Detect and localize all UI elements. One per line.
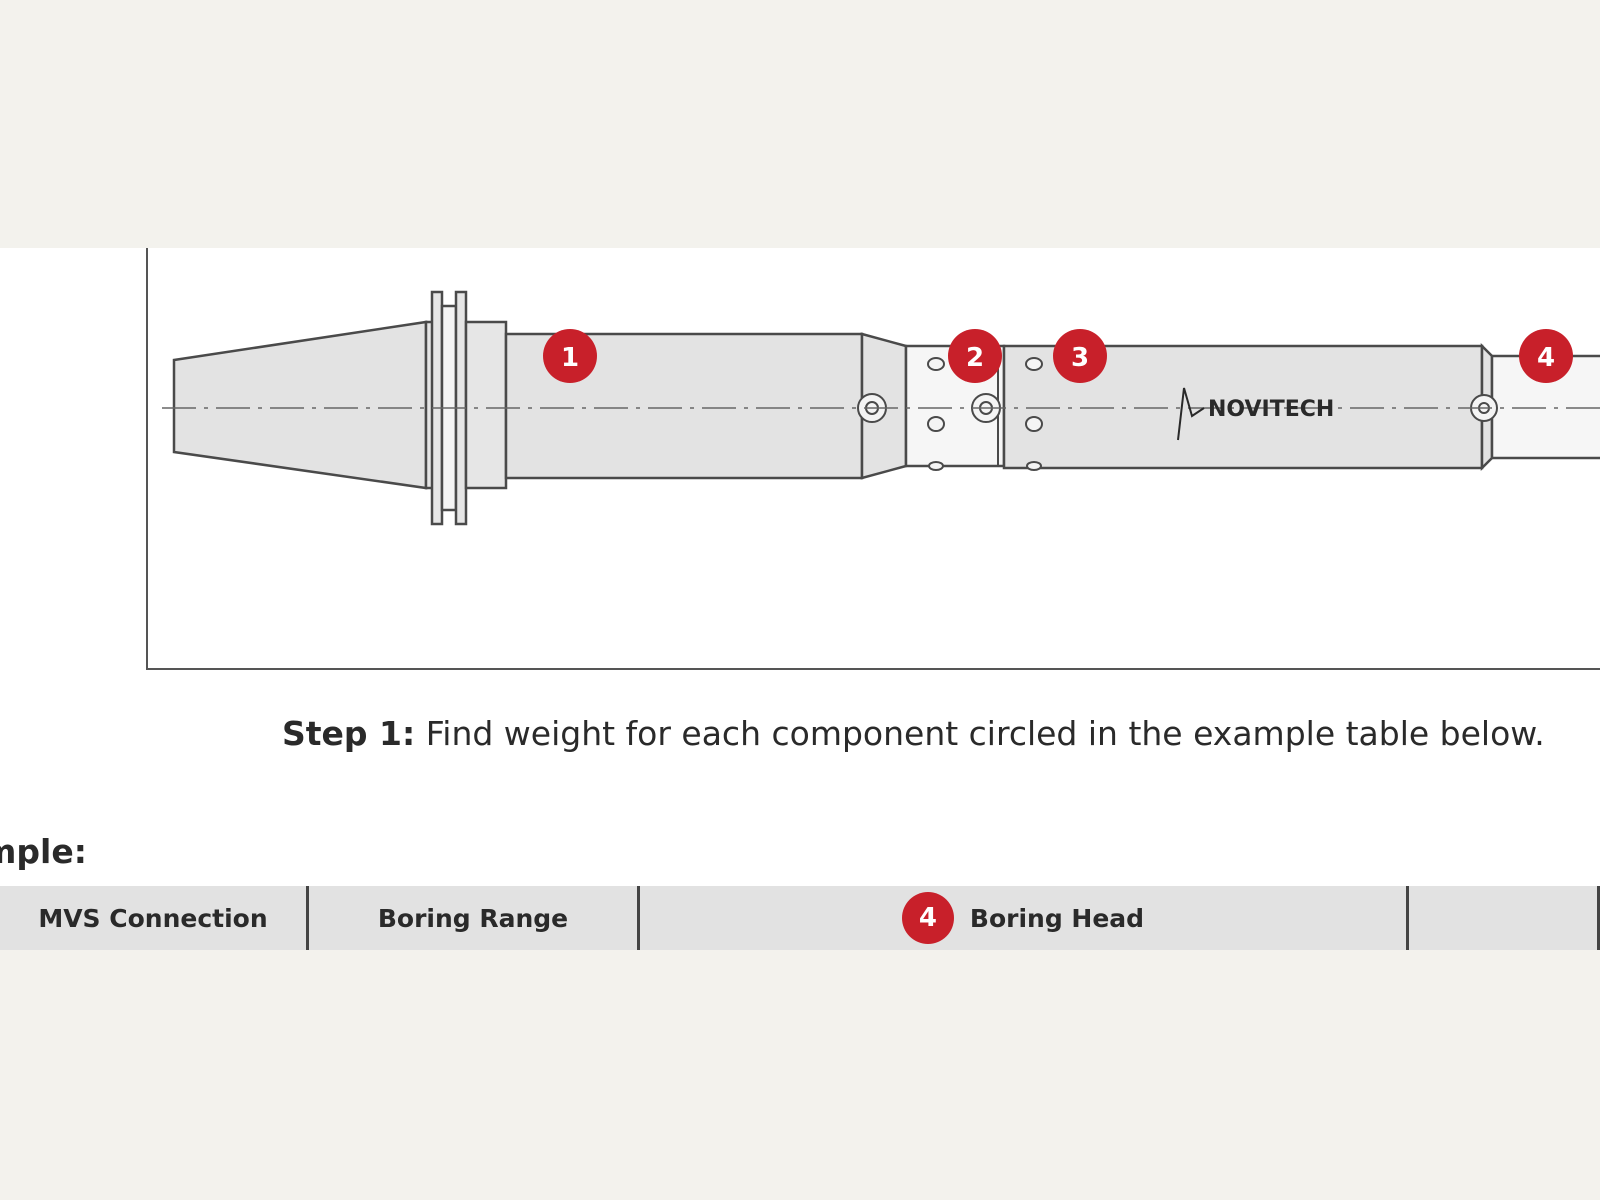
- taper-shank: [172, 320, 428, 490]
- header-boring-range: Boring Range: [377, 903, 569, 933]
- flange-collar: [464, 320, 508, 490]
- marker-2: 2: [948, 329, 1002, 383]
- document-sheet: NOVITECH 1 2 3 4: [0, 248, 1600, 950]
- example-label: mple:: [0, 832, 87, 871]
- column-divider: [1597, 886, 1600, 950]
- header-boring-head: 4 Boring Head: [640, 886, 1406, 950]
- novitech-logo: NOVITECH: [1177, 387, 1334, 441]
- header-extra-column: [1409, 886, 1597, 950]
- step-instruction: Step 1: Find weight for each component c…: [282, 714, 1545, 753]
- marker-number-3: 3: [1071, 343, 1089, 373]
- marker-4-badge: 4: [901, 892, 954, 944]
- component-1-body: [504, 332, 864, 480]
- marker-4: 4: [1519, 329, 1573, 383]
- marker-number-1: 1: [561, 343, 579, 373]
- marker-number-4: 4: [1537, 343, 1555, 373]
- column-divider: [1406, 886, 1409, 950]
- step-lead: Step 1:: [282, 714, 416, 753]
- connector-holes: [927, 357, 1043, 471]
- column-divider: [637, 886, 640, 950]
- logo-text: NOVITECH: [1208, 397, 1334, 422]
- marker-number-2: 2: [966, 343, 984, 373]
- marker-1: 1: [543, 329, 597, 383]
- step-text: Find weight for each component circled i…: [415, 714, 1545, 753]
- marker-3: 3: [1053, 329, 1107, 383]
- tool-diagram-frame: NOVITECH 1 2 3 4: [146, 248, 1600, 670]
- header-mvs-connection: MVS Connection: [38, 903, 268, 933]
- boring-tool-diagram: NOVITECH 1 2 3 4: [162, 290, 1600, 526]
- column-divider: [306, 886, 309, 950]
- table-header-row: MVS Connection Boring Range 4 Boring Hea…: [0, 886, 1600, 950]
